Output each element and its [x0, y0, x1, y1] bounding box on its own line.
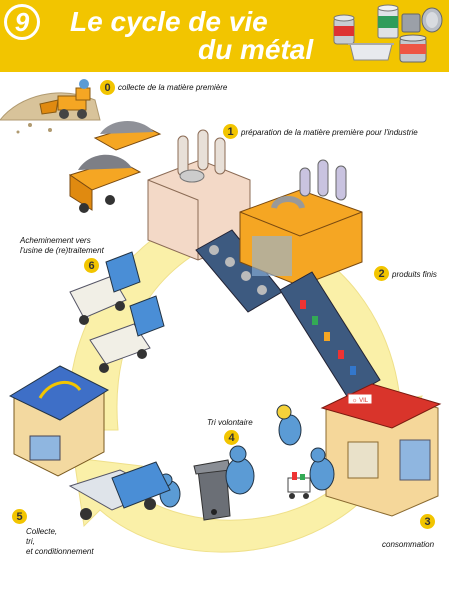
delivery-trucks	[69, 251, 165, 373]
step-0-number: 0	[100, 80, 115, 95]
step-5-label-line-3: et conditionnement	[26, 547, 94, 556]
step-5-label-line-1: Collecte,	[26, 527, 58, 536]
recycling-centre	[8, 365, 110, 477]
conveyor-belt	[195, 229, 283, 313]
digger-vehicle	[39, 79, 91, 119]
step-3-number: 3	[420, 514, 435, 529]
step-4-number: 4	[224, 430, 239, 445]
ore-trucks	[68, 120, 162, 213]
step-6-label: Acheminement vers l'usine de (re)traitem…	[20, 236, 140, 256]
step-0-label: collecte de la matière première	[118, 83, 228, 92]
step-6-label-line-2: l'usine de (re)traitement	[20, 246, 104, 255]
life-cycle-diagram: ☼ VIL	[0, 79, 442, 553]
shopping-trolley	[287, 472, 311, 499]
step-3-label: consommation	[382, 540, 435, 549]
page-number-badge: 9	[4, 4, 40, 40]
collection-truck	[68, 461, 171, 520]
shop-sign: ☼ VIL	[347, 393, 373, 405]
step-5-label-line-2: tri,	[26, 537, 35, 546]
step-1-label: préparation de la matière première pour …	[241, 128, 418, 137]
step-4-label: Tri volontaire	[207, 418, 253, 427]
product-conveyor	[279, 271, 381, 399]
page-title-line-1: Le cycle de vie	[70, 6, 268, 37]
title-banner: 9 Le cycle de vie du métal	[0, 0, 449, 72]
recycling-bin	[193, 459, 231, 521]
page-title-line-2: du métal	[198, 34, 314, 65]
metal-packaging-illustration	[333, 4, 443, 63]
product-factory	[239, 159, 363, 287]
step-1-number: 1	[223, 124, 238, 139]
step-5-label: Collecte, tri, et conditionnement	[26, 527, 116, 557]
step-6-label-line-1: Acheminement vers	[20, 236, 91, 245]
step-5-number: 5	[12, 509, 27, 524]
shop-sign-text: ☼ VIL	[352, 398, 369, 404]
shop-building	[320, 383, 442, 517]
step-2-label: produits finis	[392, 270, 437, 279]
step-2-number: 2	[374, 266, 389, 281]
step-6-number: 6	[84, 258, 99, 273]
